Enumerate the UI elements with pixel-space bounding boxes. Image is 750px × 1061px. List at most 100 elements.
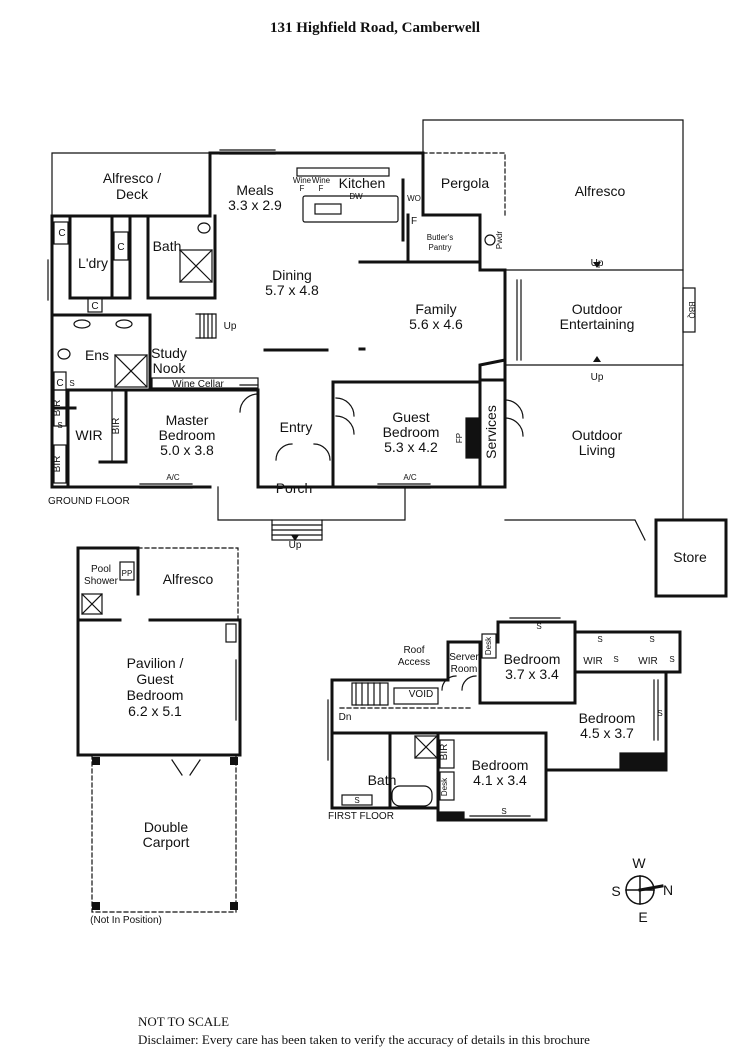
stair-label: Up bbox=[591, 258, 604, 269]
shelf-label: S bbox=[613, 655, 618, 664]
room-label: Butler's bbox=[427, 233, 453, 242]
robe-label: BIR bbox=[52, 400, 63, 417]
compass-w: W bbox=[632, 855, 646, 871]
room-label: Pantry bbox=[428, 243, 451, 252]
room-label: Ens bbox=[85, 347, 109, 363]
room-label: Guest bbox=[136, 671, 173, 687]
room-label: Outdoor bbox=[572, 301, 623, 317]
room-label: Deck bbox=[116, 186, 149, 202]
stair-label: Up bbox=[591, 372, 604, 383]
room-label: Bedroom bbox=[159, 427, 216, 443]
shelf-label: S bbox=[69, 379, 74, 388]
disclaimer: Disclaimer: Every care has been taken to… bbox=[138, 1032, 590, 1047]
appliance-label: F bbox=[319, 184, 324, 193]
compass-s: S bbox=[611, 883, 620, 899]
room-label: Alfresco / bbox=[103, 170, 161, 186]
cupboard-label: C bbox=[117, 242, 124, 253]
appliance-label: BBQ bbox=[687, 302, 696, 319]
room-label: Bedroom bbox=[383, 424, 440, 440]
room-size: 6.2 x 5.1 bbox=[128, 703, 182, 719]
room-label: Bedroom bbox=[579, 710, 636, 726]
room-label: Bedroom bbox=[127, 687, 184, 703]
shelf-label: S bbox=[597, 635, 602, 644]
room-label: Guest bbox=[392, 409, 429, 425]
room-label: Access bbox=[398, 657, 430, 668]
room-label: Room bbox=[451, 664, 478, 675]
room-size: 3.7 x 3.4 bbox=[505, 666, 559, 682]
compass-n: N bbox=[663, 882, 673, 898]
room-label: WIR bbox=[638, 656, 657, 667]
desk-label: Desk bbox=[440, 777, 449, 796]
room-label: Nook bbox=[153, 360, 187, 376]
room-size: 3.3 x 2.9 bbox=[228, 197, 282, 213]
room-label: Pergola bbox=[441, 175, 489, 191]
room-label: Dining bbox=[272, 267, 312, 283]
compass-e: E bbox=[638, 909, 647, 925]
room-label: Bedroom bbox=[472, 757, 529, 773]
room-label: VOID bbox=[409, 689, 433, 700]
room-label: Living bbox=[579, 442, 616, 458]
room-size: 4.1 x 3.4 bbox=[473, 772, 527, 788]
room-size: 5.7 x 4.8 bbox=[265, 282, 319, 298]
room-label: Bedroom bbox=[504, 651, 561, 667]
shelf-label: S bbox=[501, 807, 506, 816]
room-label: Bath bbox=[368, 772, 397, 788]
compass-rose bbox=[625, 875, 664, 905]
room-label: Wine Cellar bbox=[172, 379, 224, 390]
pavilion-labels: Pool Shower PP Alfresco Pavilion / Guest… bbox=[84, 564, 213, 926]
room-label: Family bbox=[415, 301, 456, 317]
room-size: 5.0 x 3.8 bbox=[160, 442, 214, 458]
appliance-label: DW bbox=[349, 192, 363, 201]
floor-label: FIRST FLOOR bbox=[328, 811, 394, 822]
shelf-label: S bbox=[354, 796, 359, 805]
robe-label: BIR bbox=[439, 744, 450, 761]
room-size: 4.5 x 3.7 bbox=[580, 725, 634, 741]
room-label: WIR bbox=[583, 656, 602, 667]
appliance-label: Wine bbox=[293, 176, 312, 185]
shelf-label: S bbox=[669, 655, 674, 664]
store-wall bbox=[654, 518, 728, 598]
ground-floor-labels: Alfresco / Deck Meals 3.3 x 2.9 Kitchen … bbox=[48, 170, 707, 565]
room-label: Alfresco bbox=[575, 183, 626, 199]
cupboard-label: C bbox=[58, 228, 65, 239]
scale-note: NOT TO SCALE bbox=[138, 1014, 230, 1029]
room-size: 5.6 x 4.6 bbox=[409, 316, 463, 332]
cupboard-label: C bbox=[56, 378, 63, 389]
room-label: Meals bbox=[236, 182, 273, 198]
room-label: Bath bbox=[153, 238, 182, 254]
room-label: Roof bbox=[403, 645, 424, 656]
room-label: Server bbox=[449, 652, 479, 663]
room-label: Study bbox=[151, 345, 187, 361]
shelf-label: S bbox=[649, 635, 654, 644]
note-label: (Not In Position) bbox=[90, 915, 162, 926]
stair-label: Dn bbox=[339, 712, 352, 723]
compass-labels: W N S E bbox=[611, 855, 673, 925]
shelf-label: S bbox=[57, 421, 62, 430]
room-label: Pavilion / bbox=[127, 655, 184, 671]
appliance-label: F bbox=[300, 184, 305, 193]
room-label: Outdoor bbox=[572, 427, 623, 443]
appliance-label: Wine bbox=[312, 176, 331, 185]
robe-label: BIR bbox=[52, 456, 63, 473]
room-label: Pool bbox=[91, 564, 111, 575]
fireplace-label: FP bbox=[455, 433, 464, 443]
appliance-label: WO bbox=[407, 194, 421, 203]
room-label: Porch bbox=[276, 480, 313, 496]
appliance-label: F bbox=[411, 216, 417, 227]
robe-label: BIR bbox=[111, 418, 122, 435]
floor-label: GROUND FLOOR bbox=[48, 496, 130, 507]
room-label: PP bbox=[122, 569, 133, 578]
room-label: Store bbox=[673, 549, 707, 565]
room-label: Pwdr bbox=[495, 231, 504, 250]
stair-arrows bbox=[291, 262, 601, 541]
room-label: Kitchen bbox=[339, 175, 386, 191]
room-label: Carport bbox=[143, 834, 190, 850]
room-label: Double bbox=[144, 819, 189, 835]
desk-label: Desk bbox=[484, 636, 493, 655]
ac-label: A/C bbox=[403, 473, 417, 482]
stair-label: Up bbox=[289, 540, 302, 551]
room-label: Master bbox=[166, 412, 209, 428]
ground-floor-thin bbox=[47, 149, 524, 541]
room-label: WIR bbox=[75, 427, 102, 443]
